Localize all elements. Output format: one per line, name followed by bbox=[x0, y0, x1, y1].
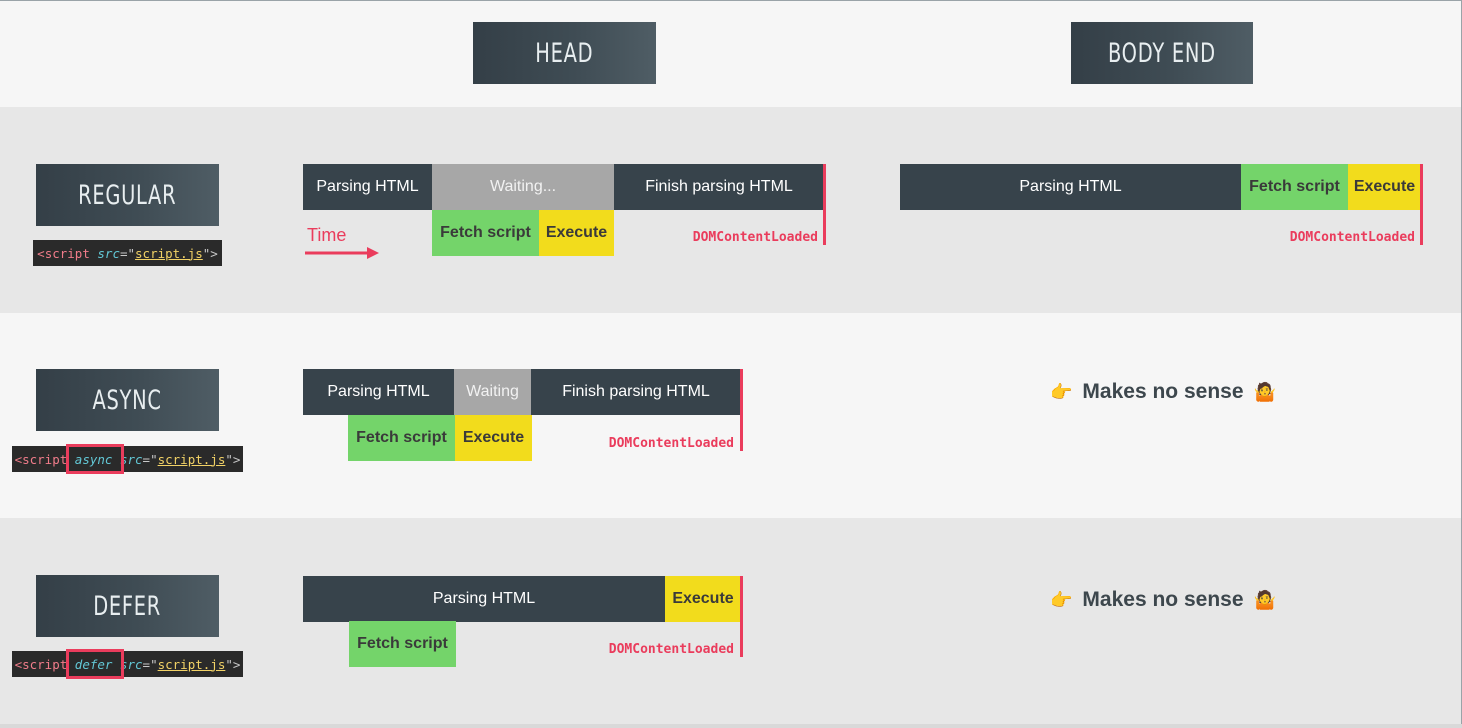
segment-execute: Execute bbox=[455, 415, 532, 461]
row-label-defer-text: DEFER bbox=[93, 590, 162, 622]
code-keyword-defer: defer bbox=[74, 656, 113, 672]
code-filename: script.js bbox=[135, 245, 203, 261]
time-arrow-icon bbox=[305, 247, 379, 259]
row-label-regular-text: REGULAR bbox=[78, 179, 177, 211]
async-body-note-text: Makes no sense bbox=[1082, 380, 1244, 403]
segment-execute: Execute bbox=[539, 210, 614, 256]
domcontentloaded-marker bbox=[740, 369, 743, 451]
code-tag-close: "> bbox=[225, 451, 241, 467]
defer-body-note: 👉 Makes no sense 🤷 bbox=[1040, 588, 1286, 612]
segment-parsing-html: Parsing HTML bbox=[303, 164, 432, 210]
regular-band bbox=[0, 107, 1461, 313]
pointing-hand-icon: 👉 bbox=[1050, 589, 1073, 610]
code-filename: script.js bbox=[157, 656, 226, 672]
code-filename: script.js bbox=[157, 451, 226, 467]
row-label-async-text: ASYNC bbox=[92, 384, 163, 416]
code-keyword-async: async bbox=[74, 451, 113, 467]
person-shrugging-icon: 🤷 bbox=[1253, 589, 1276, 610]
segment-execute-body: Execute bbox=[1348, 164, 1421, 210]
code-snippet-defer: <script defer src="script.js"> bbox=[12, 651, 243, 677]
row-label-async: ASYNC bbox=[36, 369, 219, 431]
segment-fetch-script: Fetch script bbox=[348, 415, 455, 461]
code-equals: =" bbox=[142, 451, 158, 467]
code-tag-open: <script bbox=[37, 245, 90, 261]
code-tag-close: "> bbox=[202, 245, 218, 261]
highlight-defer-keyword bbox=[66, 649, 124, 679]
column-header-head-label: HEAD bbox=[535, 37, 594, 69]
code-tag-open: <script bbox=[14, 656, 68, 672]
column-header-body-end: BODY END bbox=[1071, 22, 1253, 84]
domcontentloaded-label: DOMContentLoaded bbox=[692, 230, 818, 245]
segment-fetch-script-body: Fetch script bbox=[1241, 164, 1348, 210]
time-label: Time bbox=[307, 225, 347, 245]
person-shrugging-icon: 🤷 bbox=[1253, 381, 1276, 402]
code-attr-src: src bbox=[119, 656, 143, 672]
code-attr-src: src bbox=[119, 451, 143, 467]
domcontentloaded-marker bbox=[740, 576, 743, 657]
domcontentloaded-label-body: DOMContentLoaded bbox=[1289, 230, 1415, 245]
segment-waiting: Waiting bbox=[454, 369, 531, 415]
column-header-body-end-label: BODY END bbox=[1108, 37, 1216, 69]
code-equals: =" bbox=[142, 656, 158, 672]
domcontentloaded-label: DOMContentLoaded bbox=[608, 436, 734, 451]
column-header-head: HEAD bbox=[473, 22, 656, 84]
code-snippet-regular: <script src="script.js"> bbox=[33, 240, 222, 266]
domcontentloaded-marker bbox=[823, 164, 826, 245]
segment-parsing-html: Parsing HTML bbox=[303, 369, 454, 415]
segment-waiting: Waiting... bbox=[432, 164, 614, 210]
segment-parsing-html: Parsing HTML bbox=[303, 576, 665, 622]
row-label-defer: DEFER bbox=[36, 575, 219, 637]
segment-parsing-html-body: Parsing HTML bbox=[900, 164, 1241, 210]
code-equals: =" bbox=[119, 245, 136, 261]
async-body-note: 👉 Makes no sense 🤷 bbox=[1040, 380, 1286, 404]
async-band bbox=[0, 313, 1461, 518]
frame-top-border bbox=[0, 0, 1462, 1]
segment-fetch-script: Fetch script bbox=[349, 621, 456, 667]
code-snippet-async: <script async src="script.js"> bbox=[12, 446, 243, 472]
highlight-async-keyword bbox=[66, 444, 124, 474]
row-label-regular: REGULAR bbox=[36, 164, 219, 226]
segment-finish-parsing-html: Finish parsing HTML bbox=[531, 369, 741, 415]
code-tag-open: <script bbox=[14, 451, 68, 467]
defer-body-note-text: Makes no sense bbox=[1082, 588, 1244, 611]
domcontentloaded-label: DOMContentLoaded bbox=[608, 642, 734, 657]
frame-bottom-border bbox=[0, 724, 1462, 728]
pointing-hand-icon: 👉 bbox=[1050, 381, 1073, 402]
segment-fetch-script: Fetch script bbox=[432, 210, 539, 256]
segment-finish-parsing-html: Finish parsing HTML bbox=[614, 164, 824, 210]
code-tag-close: "> bbox=[225, 656, 241, 672]
code-attr-src: src bbox=[97, 245, 120, 261]
segment-execute: Execute bbox=[665, 576, 741, 622]
domcontentloaded-marker-body bbox=[1420, 164, 1423, 245]
